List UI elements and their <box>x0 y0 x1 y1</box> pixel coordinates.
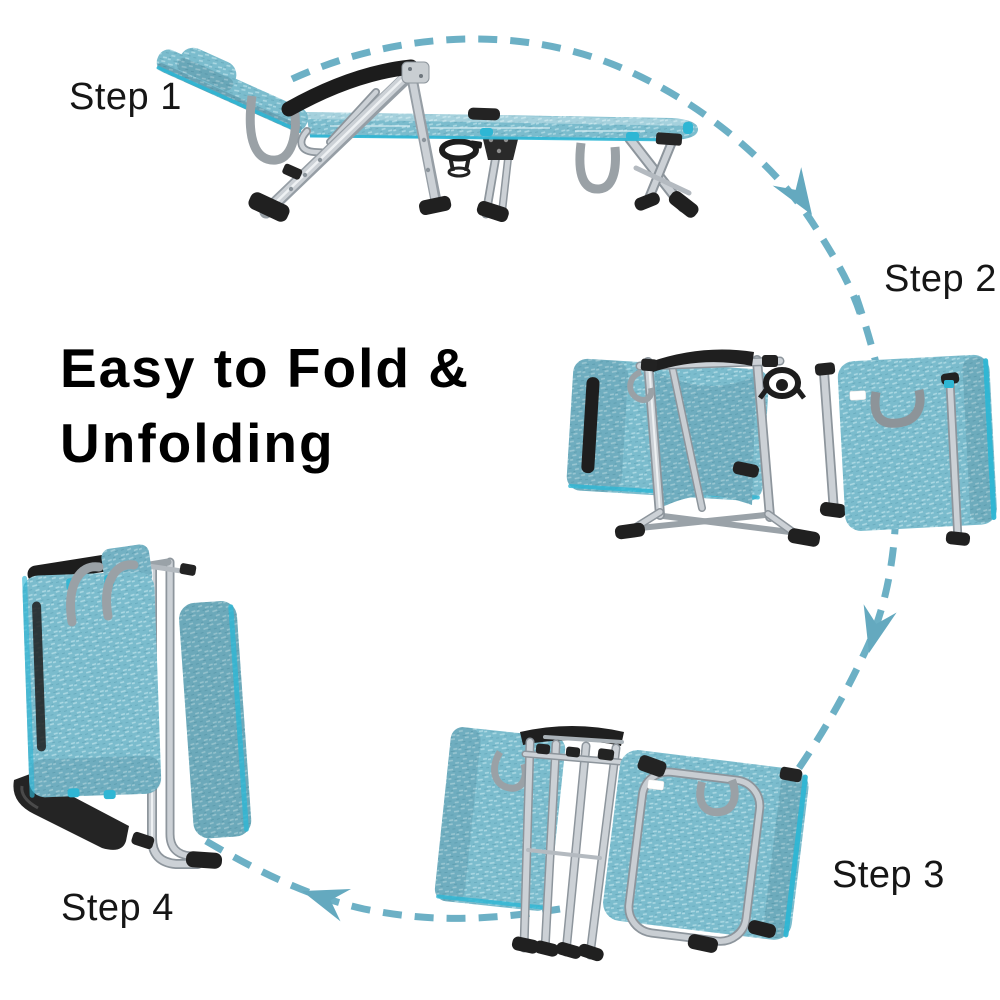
chair1-rear-bracket <box>655 132 683 146</box>
chair4-strap-2 <box>102 560 139 621</box>
chair-step3-mostly-folded <box>434 726 809 962</box>
chair1-armrest <box>281 59 419 117</box>
chair-step4-fully-folded <box>13 544 252 869</box>
chair3-strap-right <box>696 778 739 817</box>
step1-label: Step 1 <box>69 76 182 118</box>
headline: Easy to Fold & Unfolding <box>60 331 470 481</box>
headline-line2: Unfolding <box>60 412 335 474</box>
step4-label: Step 4 <box>61 887 174 929</box>
chair4-foot <box>185 851 223 869</box>
chair1-mid-foot <box>476 200 509 222</box>
chair3-right-binding <box>783 774 808 938</box>
chair4-slot <box>32 601 46 752</box>
chair1-rear-foot <box>668 191 699 218</box>
chair1-pillow <box>179 47 237 89</box>
chair1-deck-handle-pad <box>467 107 501 121</box>
flow-arrowhead-step3 <box>852 604 897 658</box>
chair3-label-tag <box>647 779 665 791</box>
chair1-backrest-strap <box>245 95 300 165</box>
chair1-seat-deck <box>306 112 699 140</box>
flow-arc-step3-to-step4 <box>204 837 561 922</box>
chair1-front-foot <box>248 192 290 222</box>
chair1-cup-holder <box>439 138 483 178</box>
chair1-rear-foot2 <box>634 192 660 211</box>
flow-arrowhead-step4 <box>296 874 352 922</box>
chair1-backrest-binding <box>156 65 302 133</box>
flow-arrowhead-step2 <box>772 167 827 225</box>
chair4-strap-1 <box>66 562 104 627</box>
headline-line1: Easy to Fold & <box>60 337 470 399</box>
chair2-label-tag <box>849 390 867 401</box>
step3-label: Step 3 <box>832 854 945 896</box>
step2-label: Step 2 <box>884 258 997 300</box>
chair-step1-unfolded <box>156 47 699 222</box>
chair2-carry-handle <box>870 389 925 428</box>
chair2-left-slot <box>581 377 600 474</box>
chair2-folded-pad <box>650 349 754 372</box>
flow-arc-step1-to-step2 <box>290 35 865 318</box>
chair1-front-foot2 <box>419 195 452 216</box>
chair1-deck-binding <box>309 134 677 142</box>
chair2-hook-strap <box>627 369 655 403</box>
chair4-front-panel <box>22 571 162 798</box>
chair2-cup-holder <box>758 367 806 400</box>
chair2-right-binding <box>983 358 997 521</box>
chair1-rear-strap <box>575 142 620 194</box>
chair1-leg-joint <box>401 61 430 84</box>
chair-step2-half-folded <box>566 349 997 547</box>
